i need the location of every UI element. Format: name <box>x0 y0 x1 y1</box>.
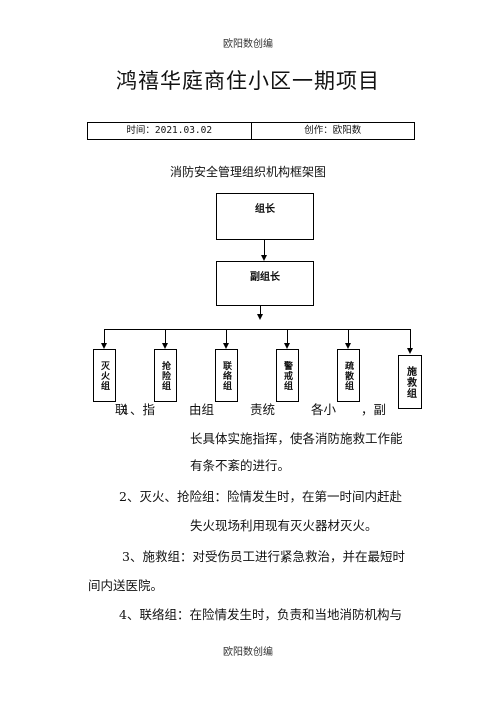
team-label: 联络组 <box>221 360 231 391</box>
document-title: 鸿禧华庭商住小区一期项目 <box>116 69 380 93</box>
drop-line <box>287 329 288 343</box>
arrow-down-icon <box>345 343 351 349</box>
team-box-rescue: 抢险组 <box>154 349 177 402</box>
paragraph-4-line: 4、联络组：在险情发生时，负责和当地消防机构与 <box>119 607 402 622</box>
time-cell: 时间：2021.03.02 <box>126 125 213 136</box>
paragraph-2-line: 2、灭火、抢险组：险情发生时，在第一时间内赶赴 <box>119 489 402 504</box>
drop-line <box>104 329 105 343</box>
connector-line <box>260 306 261 316</box>
arrow-down-icon <box>223 343 229 349</box>
branch-line <box>104 329 410 330</box>
team-box-evacuation: 疏散组 <box>337 349 360 402</box>
paragraph-1-line: 有条不紊的进行。 <box>190 458 291 473</box>
paragraph-3-line: 3、施救组：对受伤员工进行紧急救治，并在最短时 <box>122 549 405 564</box>
arrow-down-icon <box>407 348 413 354</box>
team-label: 警戒组 <box>282 360 292 391</box>
paragraph-3-line: 间内送医院。 <box>88 578 164 593</box>
team-box-fire: 灭火组 <box>93 349 116 402</box>
drop-line <box>165 329 166 343</box>
drop-line <box>348 329 349 343</box>
arrow-down-icon <box>261 255 267 261</box>
team-label: 灭火组 <box>99 360 109 391</box>
team-box-liaison: 联络组 <box>215 349 238 402</box>
paragraph-2-line: 失火现场利用现有灭火器材灭火。 <box>190 518 378 533</box>
info-table: 时间：2021.03.02 创作：欧阳数 <box>87 122 415 140</box>
connector-line <box>264 240 265 256</box>
paragraph-1-fragment: 各小 <box>311 402 337 417</box>
team-label: 施救组 <box>404 365 416 399</box>
page-header: 欧阳数创编 <box>223 39 273 50</box>
paragraph-1-fragment: 联 <box>115 402 128 417</box>
leader-label: 组长 <box>255 204 275 215</box>
paragraph-1-fragment: 责统 <box>250 402 276 417</box>
team-box-guard: 警戒组 <box>276 349 299 402</box>
author-cell: 创作：欧阳数 <box>250 123 415 139</box>
team-label: 疏散组 <box>343 360 353 391</box>
drop-line <box>226 329 227 343</box>
paragraph-1-fragment: ，副 <box>361 402 387 417</box>
paragraph-1-fragment: 1、指 <box>122 402 155 417</box>
leader-box: 组长 <box>216 193 314 240</box>
deputy-label: 副组长 <box>250 272 280 283</box>
paragraph-1-fragment: 由组 <box>189 402 215 417</box>
page-footer: 欧阳数创编 <box>223 647 273 658</box>
team-box-first-aid: 施救组 <box>398 355 422 409</box>
arrow-down-icon <box>257 314 263 320</box>
chart-title: 消防安全管理组织机构框架图 <box>169 165 326 179</box>
arrow-down-icon <box>101 343 107 349</box>
arrow-down-icon <box>162 343 168 349</box>
arrow-down-icon <box>284 343 290 349</box>
drop-line <box>410 329 411 348</box>
deputy-box: 副组长 <box>216 261 314 306</box>
paragraph-1-line: 长具体实施指挥，使各消防施救工作能 <box>190 431 403 446</box>
team-label: 抢险组 <box>160 360 170 391</box>
